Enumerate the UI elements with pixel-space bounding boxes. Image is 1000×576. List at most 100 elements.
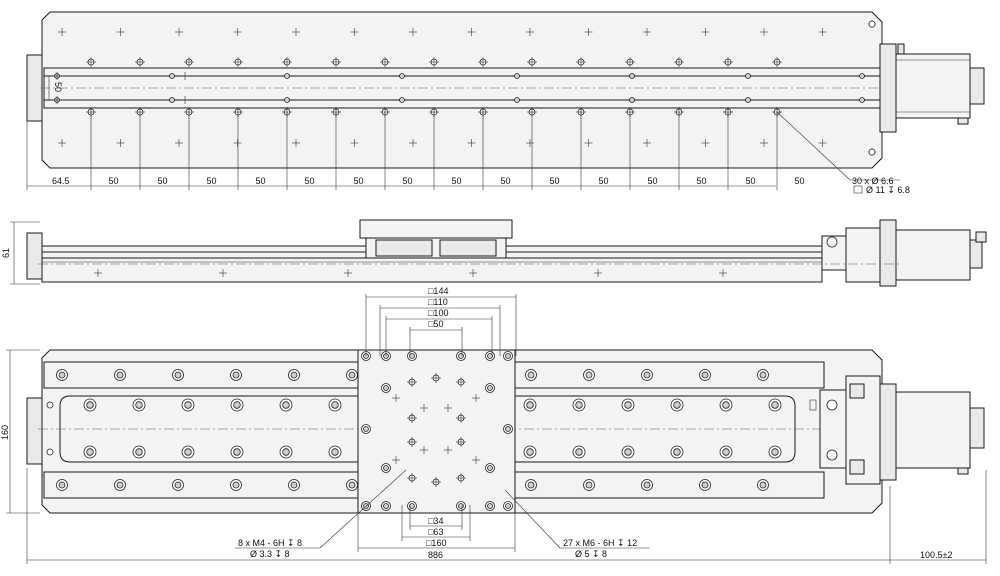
through-hole bbox=[86, 401, 94, 409]
callout-counterbore: Ø 11 ↧ 6.8 bbox=[866, 185, 910, 195]
through-hole bbox=[643, 371, 651, 379]
through-hole bbox=[527, 371, 535, 379]
pitch-label: 50 bbox=[648, 176, 658, 186]
pin-hole bbox=[46, 448, 54, 456]
side-coupling-housing bbox=[845, 227, 881, 283]
plan-motor-body bbox=[895, 391, 971, 469]
rail-hole bbox=[399, 73, 405, 79]
through-hole bbox=[575, 401, 583, 409]
rail-hole bbox=[514, 73, 520, 79]
through-hole bbox=[585, 481, 593, 489]
through-hole bbox=[282, 448, 290, 456]
through-hole bbox=[174, 371, 182, 379]
pitch-label: 64.5 bbox=[52, 176, 70, 186]
overall-length-label: 886 bbox=[428, 550, 443, 560]
through-hole bbox=[86, 448, 94, 456]
top-end-cap bbox=[26, 54, 43, 122]
plan-end-cap bbox=[26, 397, 43, 465]
through-hole bbox=[673, 401, 681, 409]
through-hole bbox=[184, 448, 192, 456]
carriage-hole-pattern bbox=[361, 351, 513, 511]
dim-63: □63 bbox=[428, 527, 443, 537]
plan-height-label: 160 bbox=[0, 425, 10, 440]
slot-mark bbox=[809, 399, 817, 411]
through-hole bbox=[116, 481, 124, 489]
through-hole bbox=[526, 401, 534, 409]
through-hole bbox=[624, 448, 632, 456]
through-hole bbox=[363, 426, 369, 432]
through-hole bbox=[409, 503, 415, 509]
top-motor-body bbox=[895, 53, 971, 119]
through-hole bbox=[290, 371, 298, 379]
plan-motor-flange bbox=[879, 383, 897, 481]
through-hole bbox=[331, 401, 339, 409]
top-motor-plug bbox=[957, 117, 969, 125]
top-base-plate bbox=[41, 11, 883, 169]
dim-144: □144 bbox=[428, 286, 448, 296]
through-hole bbox=[458, 353, 464, 359]
corner-hole bbox=[868, 20, 876, 28]
side-end-cap bbox=[26, 232, 43, 280]
pitch-label: 50 bbox=[403, 176, 413, 186]
rail-hole bbox=[514, 97, 520, 103]
top-motor-flange bbox=[879, 43, 897, 133]
rail-hole bbox=[859, 73, 865, 79]
callout-m4-drill: Ø 3.3 ↧ 8 bbox=[250, 549, 290, 559]
through-hole bbox=[232, 481, 240, 489]
pitch-label: 50 bbox=[795, 176, 805, 186]
motor-length-label: 100.5±2 bbox=[920, 550, 952, 560]
callout-m6-drill: Ø 5 ↧ 8 bbox=[575, 549, 607, 559]
through-hole bbox=[624, 401, 632, 409]
through-hole bbox=[487, 503, 493, 509]
through-hole bbox=[771, 448, 779, 456]
pitch-label: 50 bbox=[697, 176, 707, 186]
through-hole bbox=[487, 385, 493, 391]
through-hole bbox=[348, 371, 356, 379]
through-hole bbox=[348, 481, 356, 489]
through-hole bbox=[383, 465, 389, 471]
plan-view: □144 □110 □100 □50 □34 □63 □160 886 100.… bbox=[0, 286, 987, 564]
through-hole bbox=[135, 448, 143, 456]
dim-34: □34 bbox=[428, 516, 443, 526]
through-hole bbox=[232, 371, 240, 379]
top-hole-pattern bbox=[53, 20, 876, 190]
side-motor-flange bbox=[879, 219, 897, 287]
through-hole bbox=[771, 401, 779, 409]
corner-hole bbox=[868, 148, 876, 156]
through-hole bbox=[184, 401, 192, 409]
dim-50: □50 bbox=[428, 319, 443, 329]
side-view: 61 bbox=[1, 219, 987, 287]
rail-hole bbox=[169, 97, 175, 103]
through-hole bbox=[383, 385, 389, 391]
through-hole bbox=[487, 465, 493, 471]
dim-100: □100 bbox=[428, 308, 448, 318]
pitch-label: 50 bbox=[158, 176, 168, 186]
top-motor-connector bbox=[969, 67, 985, 105]
through-hole bbox=[505, 426, 511, 432]
rail-hole bbox=[399, 97, 405, 103]
pitch-label: 50 bbox=[550, 176, 560, 186]
pitch-label: 50 bbox=[599, 176, 609, 186]
through-hole bbox=[759, 371, 767, 379]
through-hole bbox=[135, 401, 143, 409]
rail-hole bbox=[169, 73, 175, 79]
side-carriage-top bbox=[359, 219, 513, 239]
rail-hole bbox=[745, 97, 751, 103]
through-hole bbox=[505, 353, 511, 359]
through-hole bbox=[759, 481, 767, 489]
through-hole bbox=[585, 371, 593, 379]
pitch-label: 50 bbox=[501, 176, 511, 186]
through-hole bbox=[383, 503, 389, 509]
rail-hole bbox=[284, 97, 290, 103]
dim-160-square: □160 bbox=[426, 538, 446, 548]
through-hole bbox=[282, 401, 290, 409]
side-hole-marks bbox=[94, 269, 727, 277]
through-hole bbox=[116, 371, 124, 379]
callout-m6-threads: 27 x M6 - 6H ↧ 12 bbox=[563, 538, 637, 548]
plan-hole-pattern bbox=[46, 369, 817, 491]
through-hole bbox=[701, 371, 709, 379]
through-hole bbox=[409, 353, 415, 359]
rail-hole bbox=[284, 73, 290, 79]
through-hole bbox=[722, 448, 730, 456]
through-hole bbox=[58, 481, 66, 489]
